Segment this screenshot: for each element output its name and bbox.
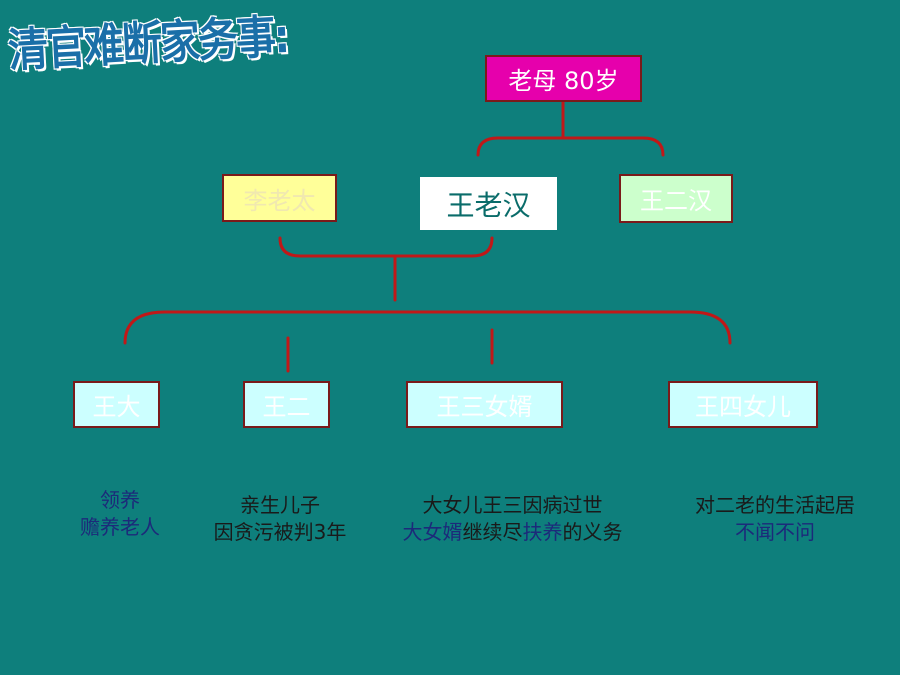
description-line: 对二老的生活起居 [695,493,855,517]
node-child-wang-er: 王二 [243,381,330,428]
description-wang-si-nuer: 对二老的生活起居 不闻不问 [655,492,895,546]
description-text: 继续尽 [462,520,523,544]
description-line: 不闻不问 [735,520,815,544]
connector-couple-bracket [278,236,494,258]
description-line: 大女儿王三因病过世 [422,493,603,517]
description-wang-er: 亲生儿子 因贪污被判3年 [180,492,380,546]
node-li-laotai: 李老太 [222,174,337,222]
description-line: 赡养老人 [80,515,160,539]
description-text: 的义务 [562,520,623,544]
node-child-wang-da: 王大 [73,381,160,428]
node-wang-erhan: 王二汉 [619,174,733,223]
node-child-wang-si-nuer: 王四女儿 [668,381,818,428]
description-line: 因贪污被判3年 [213,520,347,544]
highlight-text: 大女婿 [402,520,463,544]
connector-children-bracket [123,310,732,345]
description-line: 领养 [100,488,140,512]
description-wang-san-nuxu: 大女儿王三因病过世 大女婿继续尽扶养的义务 [370,492,655,546]
node-child-wang-san-nuxu: 王三女婿 [406,381,563,428]
description-wang-da: 领养 赡养老人 [60,487,180,541]
description-line: 大女婿继续尽扶养的义务 [370,519,655,546]
node-wang-laohan: 王老汉 [420,177,557,230]
highlight-text: 扶养 [522,520,563,544]
description-line: 亲生儿子 [240,493,320,517]
connector-top-bracket [476,136,665,157]
node-mother: 老母 80岁 [485,55,642,102]
